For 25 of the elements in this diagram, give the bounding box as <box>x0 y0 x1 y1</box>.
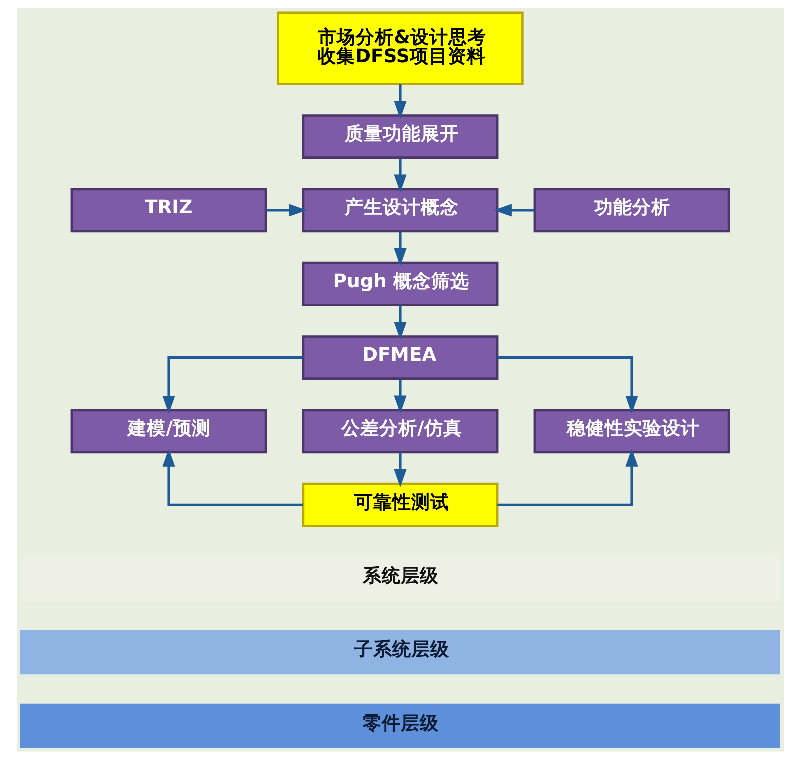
arrow <box>266 204 307 217</box>
node-box: 质量功能展开 <box>302 114 498 160</box>
arrow <box>493 204 534 217</box>
arrow <box>394 158 406 193</box>
arrow <box>162 448 303 506</box>
node-box: 产生设计概念 <box>302 188 498 233</box>
node-box: 公差分析/仿真 <box>302 409 498 454</box>
node-box: 可靠性测试 <box>302 482 498 528</box>
arrow <box>394 379 406 414</box>
arrow <box>394 232 406 266</box>
arrow <box>162 356 303 414</box>
node-box: 子系统层级 <box>20 630 780 675</box>
arrow <box>497 356 638 414</box>
node-box: 功能分析 <box>533 188 730 233</box>
node-box: 建模/预测 <box>70 409 267 454</box>
node-box: DFMEA <box>302 336 498 380</box>
arrow <box>394 452 406 488</box>
arrow <box>394 84 406 120</box>
node-box: 零件层级 <box>20 704 780 748</box>
node-box: 市场分析&设计思考 收集DFSS项目资料 <box>276 12 524 86</box>
node-box: 稳健性实验设计 <box>533 409 730 454</box>
arrow <box>497 448 638 506</box>
arrow <box>394 305 406 340</box>
node-box: Pugh 概念筛选 <box>302 262 498 306</box>
node-box: TRIZ <box>70 188 267 233</box>
